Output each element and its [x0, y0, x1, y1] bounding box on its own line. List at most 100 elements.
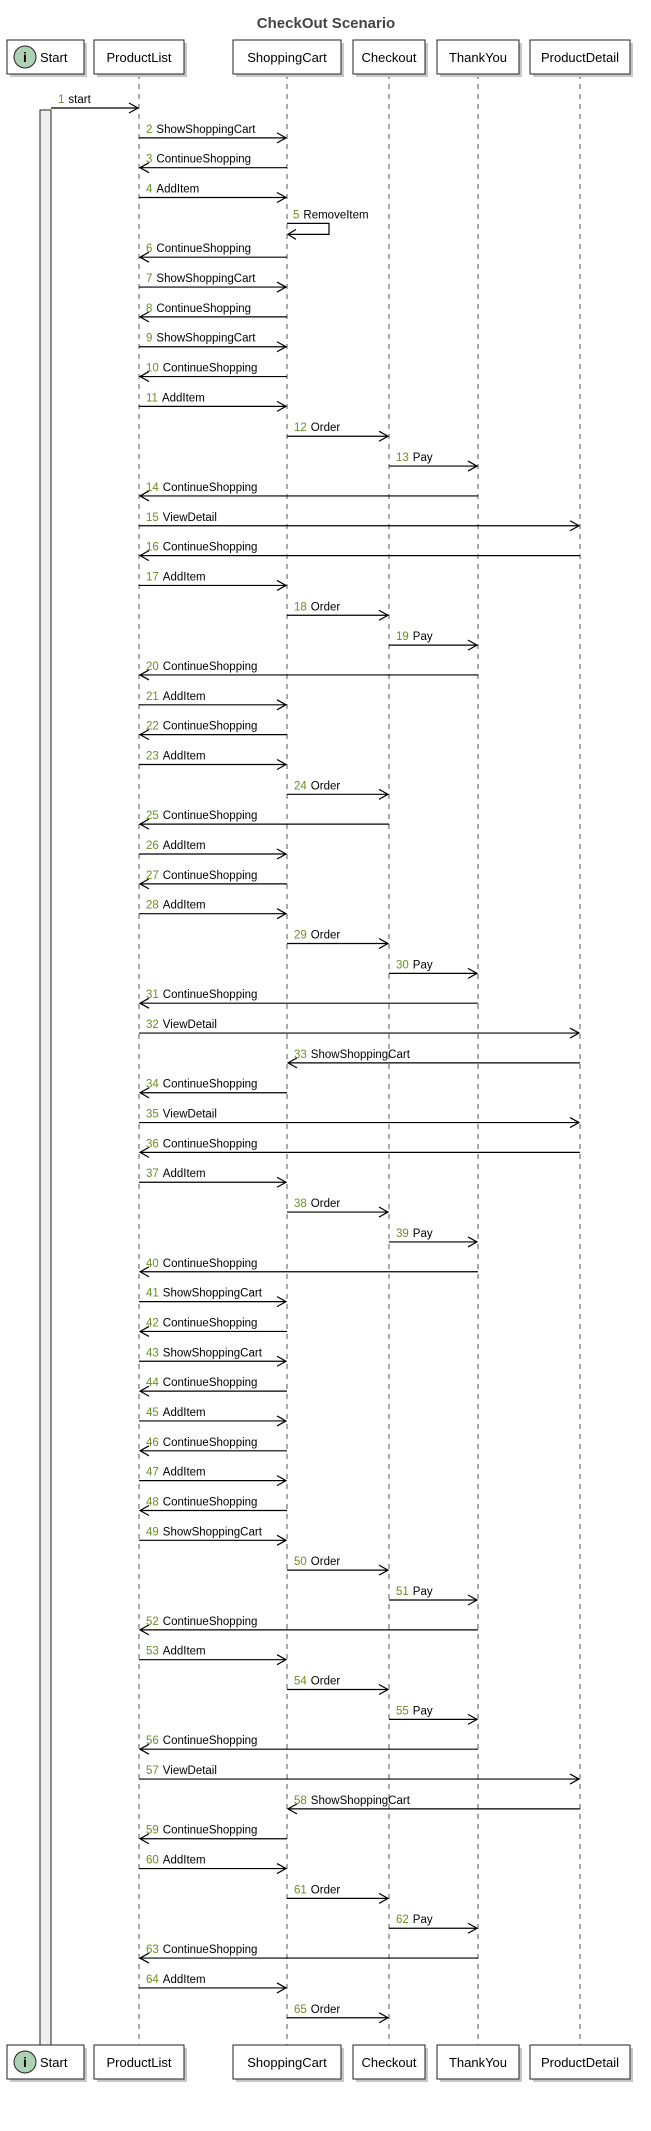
- arrowhead: [378, 788, 390, 800]
- participant-box: [436, 39, 520, 75]
- participant-shoppingcart-top: ShoppingCart: [232, 39, 344, 77]
- arrowhead: [378, 609, 390, 621]
- message-text: 20 ContinueShopping: [146, 661, 257, 673]
- message-label: ContinueShopping: [163, 1735, 258, 1747]
- message-number: 23: [146, 750, 159, 762]
- message-number: 1: [58, 94, 64, 106]
- participant-label: Checkout: [362, 2055, 417, 2070]
- message-number: 15: [146, 512, 159, 524]
- message-label: ViewDetail: [163, 512, 217, 524]
- arrowhead: [138, 1445, 150, 1457]
- diagram-title: CheckOut Scenario: [257, 15, 395, 32]
- message-number: 20: [146, 661, 159, 673]
- message-number: 51: [396, 1586, 409, 1598]
- participant-box: [436, 2044, 520, 2080]
- message-number: 47: [146, 1467, 159, 1479]
- message-label: AddItem: [163, 750, 206, 762]
- message-label: AddItem: [163, 1407, 206, 1419]
- message-label: Pay: [413, 959, 433, 971]
- arrowhead: [128, 102, 140, 114]
- arrowhead: [378, 430, 390, 442]
- message-label: Pay: [413, 1228, 433, 1240]
- arrowhead: [138, 1146, 150, 1158]
- message-number: 39: [396, 1228, 409, 1240]
- participant-box: [93, 2044, 185, 2080]
- message-number: 49: [146, 1526, 159, 1538]
- arrowhead: [467, 1713, 479, 1725]
- message-label: ShowShoppingCart: [156, 124, 256, 136]
- participant-productdetail-bottom: ProductDetail: [529, 2044, 633, 2082]
- message-number: 52: [146, 1616, 159, 1628]
- message-52: 52 ContinueShopping: [138, 1616, 478, 1636]
- arrowhead: [569, 1027, 581, 1039]
- message-number: 27: [146, 870, 159, 882]
- message-text: 23 AddItem: [146, 750, 206, 762]
- message-label: ContinueShopping: [163, 661, 258, 673]
- message-number: 59: [146, 1825, 159, 1837]
- message-15: 15 ViewDetail: [139, 512, 581, 532]
- arrowhead: [276, 908, 288, 920]
- message-number: 62: [396, 1914, 409, 1926]
- message-label: ContinueShopping: [163, 1616, 258, 1628]
- arrowhead: [276, 1863, 288, 1875]
- message-number: 29: [294, 930, 307, 942]
- message-number: 26: [146, 840, 159, 852]
- message-label: AddItem: [163, 691, 206, 703]
- lifelines: [138, 74, 581, 2045]
- arrowhead: [276, 579, 288, 591]
- message-number: 44: [146, 1377, 159, 1389]
- message-label: ContinueShopping: [163, 1258, 258, 1270]
- message-45: 45 AddItem: [139, 1407, 288, 1427]
- arrowhead: [138, 1385, 150, 1397]
- arrowhead: [138, 1325, 150, 1337]
- message-number: 50: [294, 1556, 307, 1568]
- arrowhead: [276, 1982, 288, 1994]
- arrowhead: [378, 2012, 390, 2024]
- message-text: 39 Pay: [396, 1228, 433, 1240]
- message-text: 15 ViewDetail: [146, 512, 217, 524]
- message-number: 45: [146, 1407, 159, 1419]
- message-label: ContinueShopping: [156, 154, 251, 166]
- message-label: ContinueShopping: [163, 542, 258, 554]
- participant-label: ProductList: [106, 2055, 171, 2070]
- message-label: ShowShoppingCart: [163, 1347, 263, 1359]
- message-number: 63: [146, 1944, 159, 1956]
- message-text: 45 AddItem: [146, 1407, 206, 1419]
- arrowhead: [276, 1534, 288, 1546]
- arrowhead: [276, 281, 288, 293]
- message-number: 54: [294, 1676, 307, 1688]
- message-label: ContinueShopping: [163, 721, 258, 733]
- arrowhead: [138, 1833, 150, 1845]
- arrowhead: [276, 758, 288, 771]
- info-badge-letter: i: [23, 49, 27, 65]
